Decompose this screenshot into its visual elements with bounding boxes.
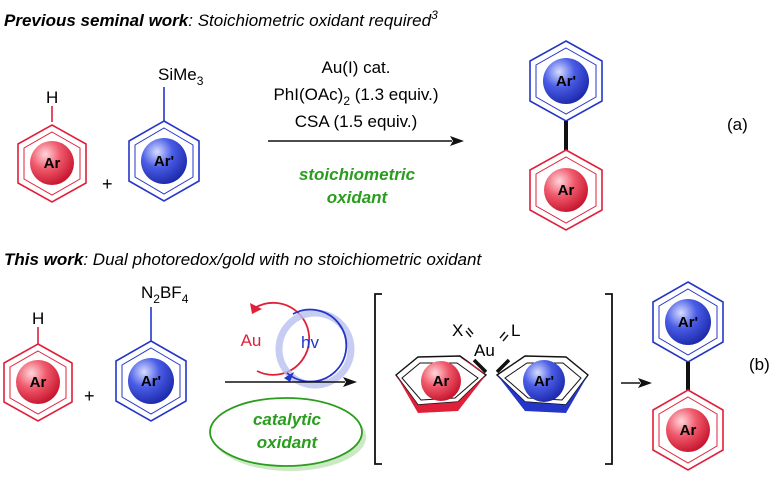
product-a-ball-bottom: [544, 168, 588, 212]
product-b-label-bottom: Ar: [680, 422, 697, 439]
complex-l: L: [511, 321, 520, 340]
complex-au: Au: [474, 341, 495, 360]
product-b-biaryl: Ar' Ar: [652, 281, 724, 471]
label-b: (b): [749, 355, 770, 374]
reactant-a-silane: SiMe3 Ar': [128, 65, 204, 202]
substituent-sime3: SiMe3: [158, 65, 204, 88]
arrow-a: [268, 136, 464, 146]
substituent-n2bf4: N2BF4: [141, 283, 189, 306]
ring-label-b1: Ar: [30, 374, 47, 391]
oxidant-b-line1: catalytic: [253, 410, 322, 429]
cycle-hv-label: hv: [301, 333, 319, 352]
arrow-b2: [621, 378, 652, 388]
heading-a: Previous seminal work: Stoichiometric ox…: [4, 8, 438, 30]
plus-a: +: [102, 174, 113, 194]
bracket-right: [605, 293, 613, 465]
condition-au-cat: Au(I) cat.: [322, 58, 391, 77]
ring-ball-a2: [141, 138, 187, 184]
catalytic-oxidant-badge: catalytic oxidant: [209, 397, 366, 471]
product-b-ball-top: [665, 299, 711, 345]
substituent-h-b: H: [32, 309, 44, 328]
ring-label-a2: Ar': [154, 153, 174, 170]
condition-phi: PhI(OAc)2 (1.3 equiv.): [273, 85, 438, 108]
ring-ball-b1: [16, 360, 60, 404]
product-a-label-top: Ar': [556, 73, 576, 90]
ring-ball-b2: [128, 358, 174, 404]
oxidant-a-line1: stoichiometric: [299, 165, 416, 184]
plus-b: +: [84, 386, 95, 406]
product-a-label-bottom: Ar: [558, 182, 575, 199]
complex-ball-right: [523, 360, 565, 402]
oxidant-b-line2: oxidant: [257, 433, 319, 452]
heading-b: This work: Dual photoredox/gold with no …: [4, 250, 482, 269]
complex-label-left: Ar: [433, 373, 450, 390]
oxidant-a-line2: oxidant: [327, 188, 389, 207]
heading-a-bold: Previous seminal work: [4, 11, 190, 30]
substituent-h-a: H: [46, 88, 58, 107]
ring-label-b2: Ar': [141, 373, 161, 390]
au-cycle-arc: [252, 301, 311, 376]
reactant-b-arene: H Ar: [3, 309, 73, 422]
product-b-ball-bottom: [666, 408, 710, 452]
gold-complex: X Au L Ar Ar': [395, 321, 589, 413]
label-a: (a): [727, 115, 748, 134]
ring-ball-a1: [30, 141, 74, 185]
product-a-ball-top: [543, 58, 589, 104]
complex-x: X: [452, 321, 463, 340]
arrow-b1: [225, 377, 357, 387]
cycle-au-label: Au: [241, 331, 262, 350]
complex-ball-left: [421, 361, 461, 401]
complex-label-right: Ar': [534, 373, 554, 390]
reactant-b-diazonium: N2BF4 Ar': [115, 283, 189, 422]
heading-a-sup: 3: [431, 8, 438, 22]
ring-label-a1: Ar: [44, 155, 61, 172]
product-a-biaryl: Ar' Ar: [529, 40, 603, 231]
condition-csa: CSA (1.5 equiv.): [295, 112, 418, 131]
bracket-left: [374, 293, 382, 465]
reactant-a-arene: H Ar: [17, 88, 87, 203]
heading-b-bold: This work: [4, 250, 85, 269]
product-b-label-top: Ar': [678, 314, 698, 331]
heading-a-rest: : Stoichiometric oxidant required: [188, 11, 431, 30]
heading-b-rest: : Dual photoredox/gold with no stoichiom…: [83, 250, 482, 269]
catalytic-cycles: Au hv: [241, 301, 355, 389]
